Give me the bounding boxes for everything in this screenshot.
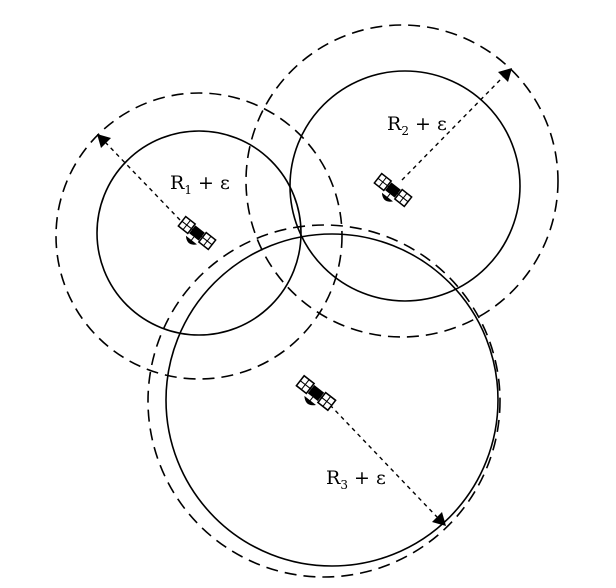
- satellite-3: [291, 374, 337, 417]
- error-circle-1: [55, 92, 343, 380]
- label-r1: R1 + ε: [170, 172, 230, 197]
- label-r2: R2 + ε: [387, 113, 447, 138]
- range-circle-3: [165, 233, 499, 567]
- satellite-icon: [291, 374, 337, 417]
- satellite-icon: [173, 215, 217, 256]
- error-circle-2: [245, 24, 559, 338]
- radius-arrow-2: [401, 68, 512, 181]
- satellite-1: [173, 215, 217, 256]
- satellite-2: [369, 172, 413, 213]
- range-circle-2: [289, 70, 521, 302]
- range-circle-1: [96, 130, 302, 336]
- radius-arrow-1: [97, 134, 181, 221]
- radius-arrow-3: [329, 404, 446, 526]
- label-r3: R3 + ε: [326, 467, 386, 492]
- error-circle-3: [147, 224, 501, 578]
- satellite-icon: [369, 172, 413, 213]
